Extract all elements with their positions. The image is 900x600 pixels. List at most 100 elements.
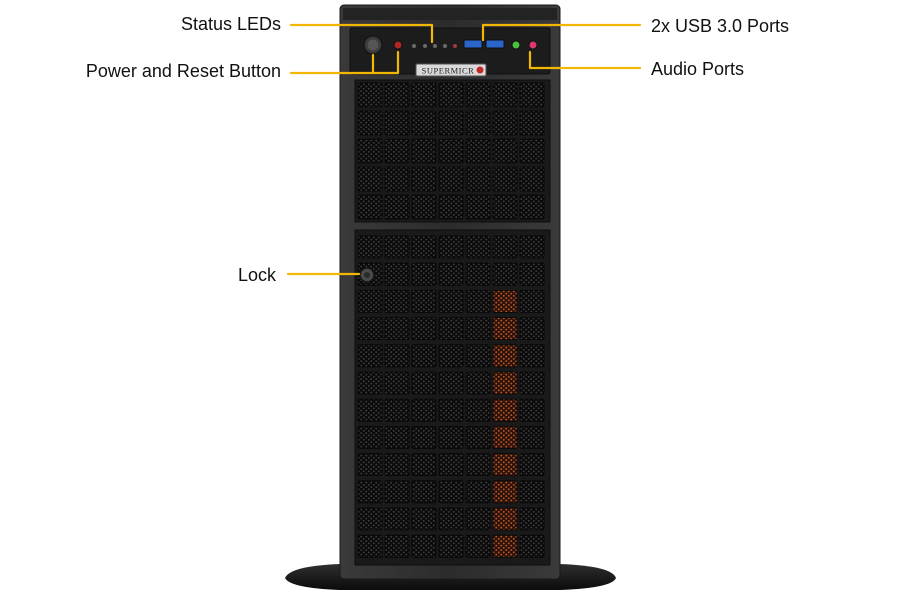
- vent-cell: [492, 262, 518, 286]
- vent-cell: [465, 534, 491, 558]
- vent-cell: [519, 425, 545, 449]
- vent-cell: [411, 398, 437, 422]
- vent-cell: [411, 194, 437, 220]
- vent-cell: [357, 317, 383, 341]
- vent-cell: [411, 507, 437, 531]
- vent-cell: [438, 138, 464, 164]
- vent-cell: [438, 235, 464, 259]
- vent-cell: [519, 194, 545, 220]
- usb-port-1: [463, 39, 483, 49]
- vent-cell: [465, 138, 491, 164]
- vent-cell: [411, 371, 437, 395]
- label-usb-ports: 2x USB 3.0 Ports: [651, 16, 790, 36]
- vent-cell: [519, 110, 545, 136]
- vent-cell: [465, 398, 491, 422]
- vent-cell: [438, 425, 464, 449]
- vent-cell: [438, 194, 464, 220]
- vent-cell: [519, 138, 545, 164]
- vent-cell: [384, 194, 410, 220]
- vent-cell: [411, 344, 437, 368]
- vent-cell: [438, 289, 464, 313]
- vent-cell: [438, 398, 464, 422]
- vent-cell: [357, 110, 383, 136]
- vent-cell: [465, 194, 491, 220]
- vent-cell: [465, 425, 491, 449]
- vent-cell: [492, 398, 518, 422]
- vent-cell: [438, 317, 464, 341]
- vent-cell: [465, 507, 491, 531]
- vent-cell: [492, 317, 518, 341]
- label-power-reset: Power and Reset Button: [85, 61, 281, 81]
- vent-cell: [465, 371, 491, 395]
- vent-cell: [492, 235, 518, 259]
- leader-usb-ports: [481, 23, 642, 42]
- status-leds: [412, 44, 457, 48]
- vent-cell: [438, 371, 464, 395]
- vent-cell: [492, 194, 518, 220]
- vent-cell: [519, 166, 545, 192]
- vent-cell: [384, 110, 410, 136]
- vent-cell: [465, 235, 491, 259]
- vent-cell: [384, 235, 410, 259]
- label-lock: Lock: [237, 265, 276, 285]
- vent-cell: [357, 138, 383, 164]
- vent-cell: [411, 317, 437, 341]
- vent-cell: [492, 82, 518, 108]
- vent-cell: [357, 235, 383, 259]
- vent-cell: [384, 398, 410, 422]
- vent-cell: [384, 507, 410, 531]
- vent-cell: [519, 82, 545, 108]
- vent-cell: [438, 480, 464, 504]
- vent-cell: [519, 453, 545, 477]
- vent-cell: [519, 480, 545, 504]
- vent-cell: [465, 166, 491, 192]
- vent-cell: [357, 398, 383, 422]
- vent-cell: [438, 82, 464, 108]
- vent-cell: [465, 317, 491, 341]
- vent-cell: [492, 480, 518, 504]
- vent-cell: [411, 166, 437, 192]
- vent-cell: [357, 425, 383, 449]
- vent-grid: [357, 82, 545, 558]
- vent-cell: [465, 289, 491, 313]
- vent-cell: [411, 453, 437, 477]
- vent-cell: [465, 262, 491, 286]
- vent-cell: [492, 166, 518, 192]
- vent-cell: [411, 480, 437, 504]
- brand-plate: [415, 63, 487, 77]
- vent-cell: [411, 289, 437, 313]
- vent-cell: [411, 110, 437, 136]
- vent-cell: [411, 82, 437, 108]
- audio-port-pink: [528, 40, 538, 50]
- vent-cell: [492, 425, 518, 449]
- vent-cell: [384, 371, 410, 395]
- reset-button: [393, 40, 403, 50]
- vent-cell: [438, 534, 464, 558]
- vent-cell: [411, 138, 437, 164]
- vent-cell: [384, 344, 410, 368]
- vent-cell: [384, 262, 410, 286]
- vent-cell: [438, 262, 464, 286]
- vent-cell: [438, 344, 464, 368]
- vent-cell: [519, 371, 545, 395]
- brand-logo-text: SUPERMICR: [422, 66, 475, 76]
- vent-cell: [384, 289, 410, 313]
- vent-cell: [357, 166, 383, 192]
- vent-cell: [384, 166, 410, 192]
- vent-cell: [492, 534, 518, 558]
- vent-cell: [438, 507, 464, 531]
- vent-cell: [519, 262, 545, 286]
- vent-cell: [384, 138, 410, 164]
- vent-cell: [384, 453, 410, 477]
- vent-cell: [519, 534, 545, 558]
- vent-cell: [384, 480, 410, 504]
- vent-cell: [357, 371, 383, 395]
- vent-cell: [465, 82, 491, 108]
- vent-cell: [438, 453, 464, 477]
- audio-port-green: [511, 40, 521, 50]
- vent-cell: [492, 110, 518, 136]
- vent-cell: [357, 453, 383, 477]
- vent-cell: [384, 425, 410, 449]
